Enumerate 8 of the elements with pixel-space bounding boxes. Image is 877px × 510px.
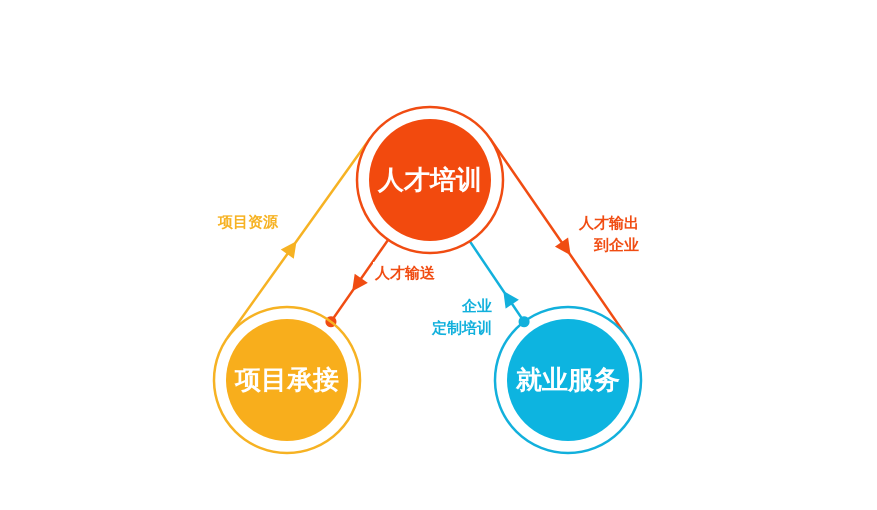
node-label: 就业服务 xyxy=(516,364,620,398)
node-label: 人才培训 xyxy=(378,164,482,198)
circle-node xyxy=(493,305,643,455)
arrow xyxy=(468,240,530,328)
edge-label: 人才输送 xyxy=(373,262,437,284)
circle-node xyxy=(355,105,505,255)
node-label: 项目承接 xyxy=(235,364,339,398)
circle-node xyxy=(212,305,362,455)
